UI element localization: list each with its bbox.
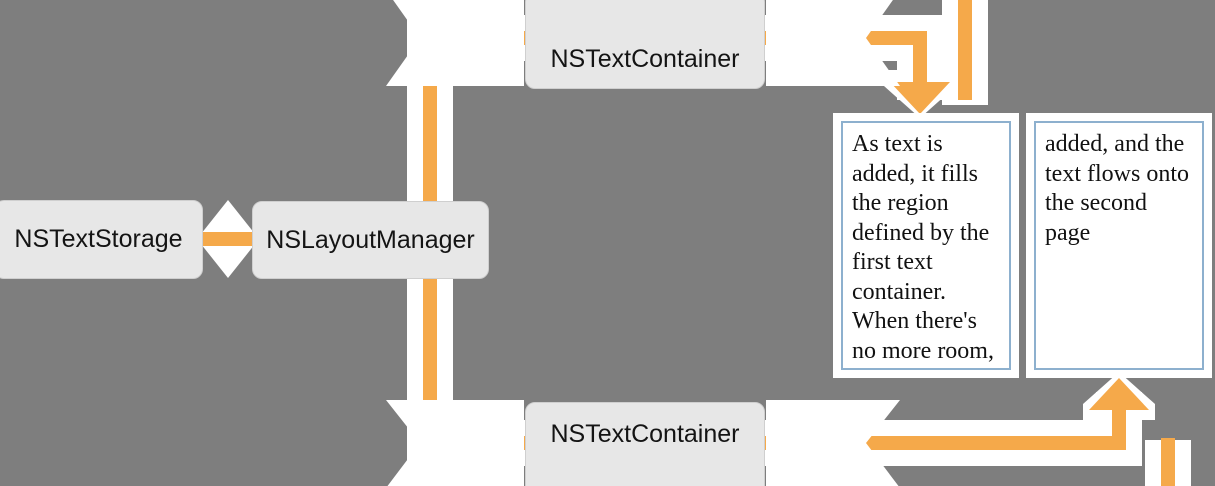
notch-top-right <box>766 0 900 86</box>
page-two-text: added, and the text flows onto the secon… <box>1045 131 1189 246</box>
node-label: NSTextContainer <box>550 420 740 448</box>
container-notches <box>386 0 900 486</box>
node-nstextcontainer-top[interactable]: NSTextContainer <box>525 0 765 89</box>
page-one[interactable]: As text is added, it fills the region de… <box>833 113 1019 378</box>
arrowheads <box>890 82 1149 410</box>
page-one-textframe: As text is added, it fills the region de… <box>841 121 1011 370</box>
arrowhead-up-page-two <box>1089 378 1149 410</box>
notch-bottom-left <box>386 400 524 486</box>
page-two-textframe: added, and the text flows onto the secon… <box>1034 121 1204 370</box>
page-one-text: As text is added, it fills the region de… <box>852 131 994 368</box>
page-two[interactable]: added, and the text flows onto the secon… <box>1026 113 1212 378</box>
node-label: NSLayoutManager <box>266 225 475 254</box>
node-nslayoutmanager[interactable]: NSLayoutManager <box>252 201 489 279</box>
node-nstextstorage[interactable]: NSTextStorage <box>0 200 203 279</box>
arrowhead-down-page-one <box>890 82 950 114</box>
notch-top-left <box>386 0 524 86</box>
node-nstextcontainer-bottom[interactable]: NSTextContainer <box>525 402 765 486</box>
node-label: NSTextStorage <box>14 225 183 253</box>
line-container-bottom-to-page-two <box>752 396 1126 450</box>
node-label: NSTextContainer <box>550 45 740 73</box>
notch-bottom-right <box>766 400 900 486</box>
